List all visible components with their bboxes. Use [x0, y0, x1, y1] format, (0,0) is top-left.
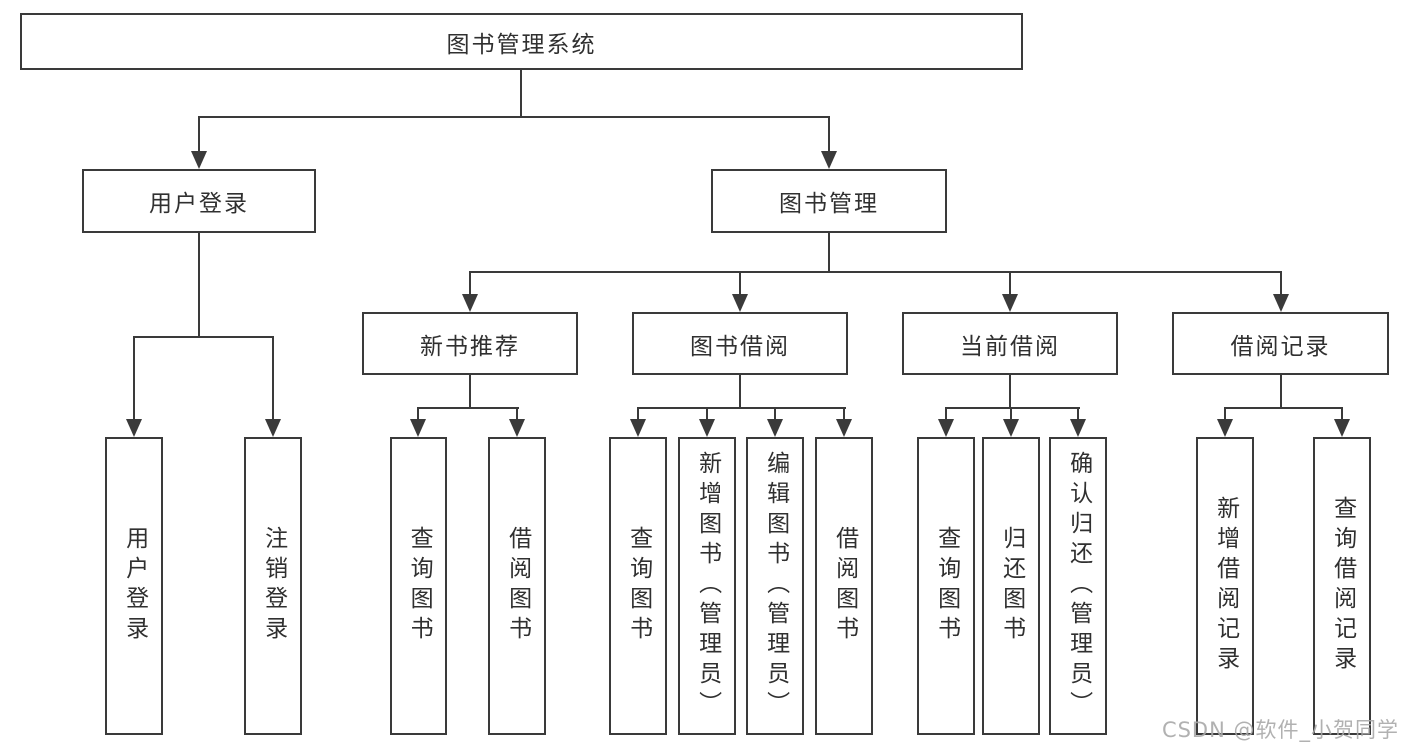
connector-line	[843, 407, 845, 421]
arrow-down-icon	[509, 419, 525, 437]
connector-line	[637, 407, 846, 409]
arrow-down-icon	[1273, 294, 1289, 312]
connector-line	[945, 407, 1080, 409]
node-label: 确认归还（管理员）	[1065, 451, 1092, 721]
connector-line	[198, 116, 200, 153]
connector-line	[637, 407, 639, 421]
node-label: 用户登录	[121, 526, 148, 646]
connector-line	[516, 407, 518, 421]
connector-line	[1224, 407, 1226, 421]
node-leaf-borrow-book-2: 借阅图书	[815, 437, 873, 735]
node-label: 归还图书	[998, 526, 1025, 646]
node-label: 查询图书	[406, 526, 433, 646]
node-label: 查询图书	[933, 526, 960, 646]
arrow-down-icon	[630, 419, 646, 437]
connector-line	[469, 271, 471, 297]
node-label: 新增借阅记录	[1212, 496, 1239, 676]
arrow-down-icon	[836, 419, 852, 437]
node-new-book-recommend: 新书推荐	[362, 312, 578, 375]
connector-line	[417, 407, 419, 421]
node-leaf-query-borrow-record: 查询借阅记录	[1313, 437, 1371, 735]
node-leaf-user-login: 用户登录	[105, 437, 163, 735]
arrow-down-icon	[1334, 419, 1350, 437]
node-label: 借阅图书	[831, 526, 858, 646]
node-leaf-query-book-1: 查询图书	[390, 437, 447, 735]
arrow-down-icon	[126, 419, 142, 437]
connector-line	[469, 271, 1282, 273]
connector-line	[706, 407, 708, 421]
node-leaf-logout: 注销登录	[244, 437, 302, 735]
node-label: 注销登录	[260, 526, 287, 646]
arrow-down-icon	[191, 151, 207, 169]
node-current-borrow: 当前借阅	[902, 312, 1118, 375]
connector-line	[520, 70, 522, 118]
connector-line	[198, 116, 830, 118]
node-borrow-records: 借阅记录	[1172, 312, 1389, 375]
node-label: 新增图书（管理员）	[694, 451, 721, 721]
node-leaf-edit-book-admin: 编辑图书（管理员）	[746, 437, 804, 735]
node-leaf-return-book: 归还图书	[982, 437, 1040, 735]
node-leaf-query-book-3: 查询图书	[917, 437, 975, 735]
node-label: 当前借阅	[960, 333, 1060, 360]
connector-line	[469, 375, 471, 409]
connector-line	[1280, 271, 1282, 297]
connector-line	[198, 233, 200, 338]
connector-line	[774, 407, 776, 421]
arrow-down-icon	[938, 419, 954, 437]
connector-line	[945, 407, 947, 421]
connector-line	[133, 336, 135, 422]
node-leaf-borrow-book-1: 借阅图书	[488, 437, 546, 735]
node-label: 查询图书	[625, 526, 652, 646]
node-book-management: 图书管理	[711, 169, 947, 233]
connector-line	[417, 407, 519, 409]
connector-line	[1224, 407, 1343, 409]
arrow-down-icon	[410, 419, 426, 437]
connector-line	[1009, 271, 1011, 297]
node-book-borrow: 图书借阅	[632, 312, 848, 375]
node-label: 用户登录	[149, 191, 249, 217]
connector-line	[1010, 407, 1012, 421]
node-label: 编辑图书（管理员）	[762, 451, 789, 721]
connector-line	[1077, 407, 1079, 421]
arrow-down-icon	[1217, 419, 1233, 437]
connector-line	[828, 116, 830, 153]
node-leaf-add-borrow-record: 新增借阅记录	[1196, 437, 1254, 735]
node-leaf-confirm-return-admin: 确认归还（管理员）	[1049, 437, 1107, 735]
connector-line	[272, 336, 274, 422]
node-label: 查询借阅记录	[1329, 496, 1356, 676]
node-label: 图书管理	[779, 191, 879, 217]
connector-line	[739, 375, 741, 409]
arrow-down-icon	[1003, 419, 1019, 437]
node-leaf-query-book-2: 查询图书	[609, 437, 667, 735]
connector-line	[1009, 375, 1011, 409]
arrow-down-icon	[767, 419, 783, 437]
node-leaf-add-book-admin: 新增图书（管理员）	[678, 437, 736, 735]
arrow-down-icon	[265, 419, 281, 437]
arrow-down-icon	[1070, 419, 1086, 437]
connector-line	[1341, 407, 1343, 421]
connector-line	[133, 336, 274, 338]
connector-line	[828, 231, 830, 273]
arrow-down-icon	[699, 419, 715, 437]
arrow-down-icon	[732, 294, 748, 312]
arrow-down-icon	[821, 151, 837, 169]
arrow-down-icon	[462, 294, 478, 312]
watermark-text: CSDN @软件_小贺同学	[1161, 718, 1399, 742]
node-system-title: 图书管理系统	[20, 13, 1023, 70]
node-label: 图书管理系统	[446, 31, 597, 58]
node-user-login: 用户登录	[82, 169, 316, 233]
arrow-down-icon	[1002, 294, 1018, 312]
node-label: 新书推荐	[420, 333, 520, 360]
node-label: 图书借阅	[690, 333, 790, 360]
connector-line	[739, 271, 741, 297]
node-label: 借阅图书	[504, 526, 531, 646]
node-label: 借阅记录	[1230, 333, 1331, 360]
connector-line	[1280, 375, 1282, 409]
